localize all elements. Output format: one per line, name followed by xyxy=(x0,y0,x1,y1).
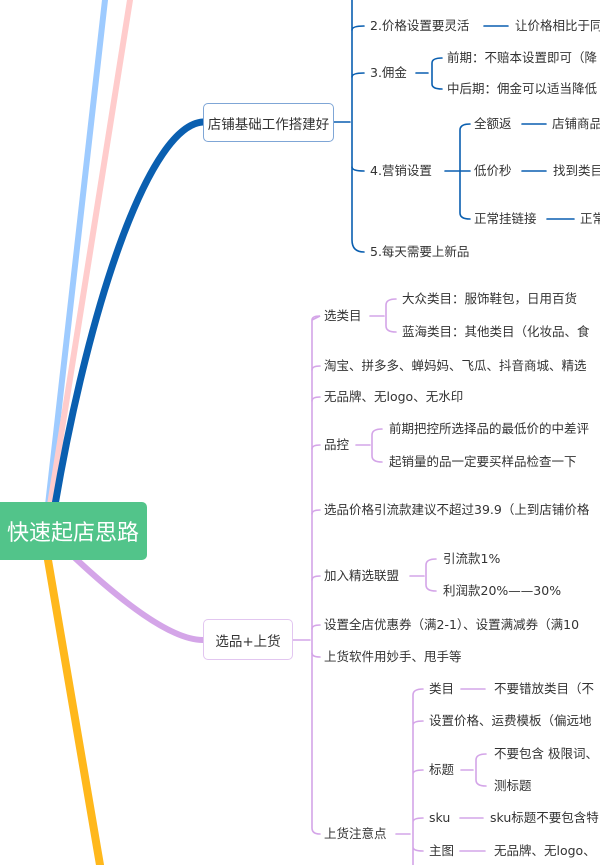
node[interactable]: 前期把控所选择品的最低价的中差评 xyxy=(389,421,590,436)
node[interactable]: 让价格相比于同 xyxy=(515,18,600,33)
node[interactable]: 不要错放类目（不 xyxy=(494,681,595,696)
node[interactable]: 标题 xyxy=(429,762,455,777)
node[interactable]: 选类目 xyxy=(324,308,362,323)
node[interactable]: 引流款1% xyxy=(443,551,501,566)
node[interactable]: 大众类目：服饰鞋包，日用百货 xyxy=(402,291,578,306)
branch-label: 选品+上货 xyxy=(215,633,281,650)
node[interactable]: 无品牌、无logo、 xyxy=(494,843,596,858)
node[interactable]: 选品价格引流款建议不超过39.9（上到店铺价格 xyxy=(324,502,590,517)
node[interactable]: 2.价格设置要灵活 xyxy=(370,18,470,33)
node[interactable]: 淘宝、拼多多、蝉妈妈、飞瓜、抖音商城、精选 xyxy=(324,358,587,373)
node[interactable]: 设置全店优惠券（满2-1）、设置满减券（满10 xyxy=(324,617,580,632)
node[interactable]: 无品牌、无logo、无水印 xyxy=(324,389,464,404)
node[interactable]: 上货软件用妙手、甩手等 xyxy=(324,649,462,664)
root-node[interactable]: 快速起店思路 xyxy=(0,502,147,560)
node[interactable]: 不要包含 极限词、 xyxy=(494,746,598,761)
node[interactable]: 利润款20%——30% xyxy=(443,583,562,598)
node[interactable]: 主图 xyxy=(429,843,455,858)
node[interactable]: 店铺商品 xyxy=(552,116,600,131)
node[interactable]: 3.佣金 xyxy=(370,65,407,80)
node[interactable]: 测标题 xyxy=(494,778,532,793)
branch-node-store-basics[interactable]: 店铺基础工作搭建好 xyxy=(203,103,334,142)
node[interactable]: 品控 xyxy=(324,437,350,452)
node[interactable]: 前期：不赔本设置即可（降 xyxy=(447,50,598,65)
root-label: 快速起店思路 xyxy=(6,521,139,546)
node[interactable]: sku xyxy=(429,810,451,825)
node[interactable]: 设置价格、运费模板（偏远地 xyxy=(429,713,592,728)
node[interactable]: 5.每天需要上新品 xyxy=(370,244,470,259)
node[interactable]: 全额返 xyxy=(474,116,512,131)
branch-label: 店铺基础工作搭建好 xyxy=(207,116,330,133)
node[interactable]: 起销量的品一定要买样品检查一下 xyxy=(389,454,577,469)
node[interactable]: 中后期：佣金可以适当降低 xyxy=(447,81,598,96)
node[interactable]: 低价秒 xyxy=(474,163,512,178)
node[interactable]: 4.营销设置 xyxy=(370,163,432,178)
node[interactable]: 正常挂链接 xyxy=(474,211,537,226)
node[interactable]: 加入精选联盟 xyxy=(324,568,400,583)
node[interactable]: 正常 xyxy=(580,211,600,226)
branch-node-product-selection[interactable]: 选品+上货 xyxy=(203,619,293,660)
node[interactable]: 上货注意点 xyxy=(324,826,387,841)
node[interactable]: sku标题不要包含特 xyxy=(490,810,599,825)
node[interactable]: 类目 xyxy=(429,681,455,696)
node[interactable]: 找到类目 xyxy=(553,163,600,178)
node[interactable]: 蓝海类目：其他类目（化妆品、食 xyxy=(402,324,590,339)
